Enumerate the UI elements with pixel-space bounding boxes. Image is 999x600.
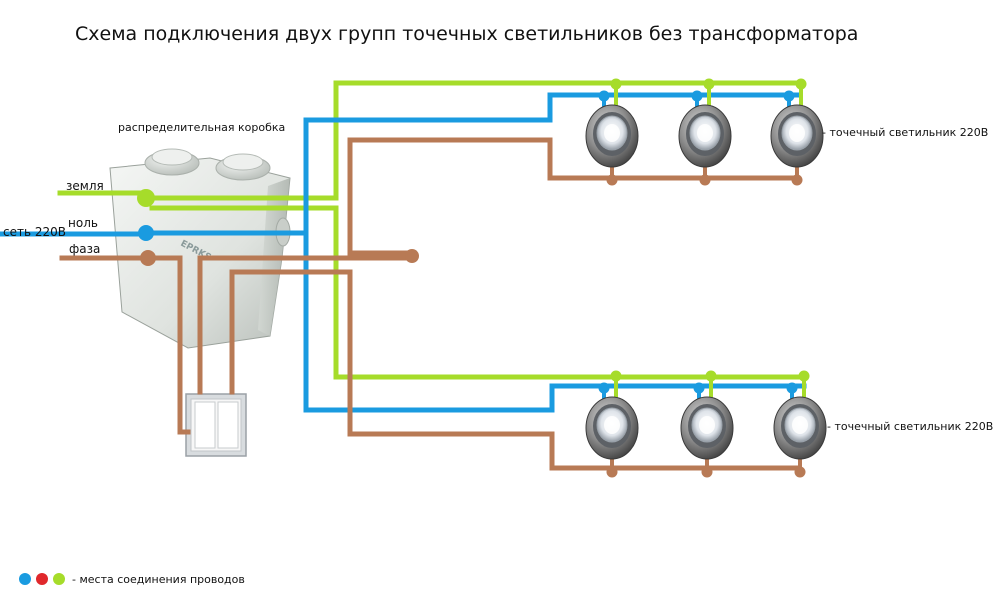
neutral-junction-dot xyxy=(138,225,154,241)
phase-connection-dot xyxy=(791,174,803,186)
lamp-bulb xyxy=(789,124,805,142)
lamp-bulb xyxy=(697,124,713,142)
phase-connection-dot xyxy=(606,466,618,478)
phase-split-dot xyxy=(405,249,419,263)
ground-junction-dot xyxy=(137,189,155,207)
lamp-bulb xyxy=(699,416,715,434)
ground-label: земля xyxy=(66,179,104,193)
phase-connection-dot xyxy=(794,466,806,478)
phase-wire-to-switch xyxy=(145,255,191,435)
ground-connection-dot xyxy=(705,370,717,382)
lamp-group-bottom xyxy=(585,370,827,478)
spotlight-top-3 xyxy=(770,78,824,186)
diagram-title: Схема подключения двух групп точечных св… xyxy=(75,23,858,45)
lamp-bulb xyxy=(604,124,620,142)
light-switch xyxy=(185,393,247,457)
ground-connection-dot xyxy=(610,370,622,382)
spotlight-top-1 xyxy=(585,78,639,186)
lamp-bulb xyxy=(604,416,620,434)
spotlight-bottom-3 xyxy=(773,370,827,478)
phase-switched-top xyxy=(197,137,797,395)
ground-connection-dot xyxy=(610,78,622,90)
neutral-connection-dot xyxy=(693,382,705,394)
legend-dot-red xyxy=(36,573,48,585)
spotlight-top-2 xyxy=(678,78,732,186)
neutral-wire-bottom xyxy=(143,230,615,413)
neutral-connection-dot xyxy=(691,90,703,102)
neutral-connection-dot xyxy=(783,90,795,102)
legend-dot-blue xyxy=(19,573,31,585)
ground-connection-dot xyxy=(798,370,810,382)
spotlight-bottom-1 xyxy=(585,370,639,478)
ground-connection-dot xyxy=(703,78,715,90)
phase-connection-dot xyxy=(701,466,713,478)
ground-connection-dot xyxy=(795,78,807,90)
spotlight-bottom-2 xyxy=(680,370,734,478)
phase-switched-bottom xyxy=(229,269,801,471)
neutral-connection-dot xyxy=(598,382,610,394)
legend-text: - места соединения проводов xyxy=(72,573,245,586)
phase-junction-dot xyxy=(140,250,156,266)
lamp-label-bottom: - точечный светильник 220В xyxy=(827,420,993,433)
phase-connection-dot xyxy=(606,174,618,186)
neutral-connection-dot xyxy=(598,90,610,102)
ground-wire-bottom xyxy=(149,205,623,380)
ground-wire-top xyxy=(143,80,621,201)
lamp-group-top xyxy=(585,78,824,186)
neutral-label: ноль xyxy=(68,216,98,230)
lamp-bulb xyxy=(792,416,808,434)
legend: - места соединения проводов xyxy=(19,573,245,586)
neutral-connection-dot xyxy=(786,382,798,394)
lamp-label-top: - точечный светильник 220В xyxy=(822,126,988,139)
junction-box-label: распределительная коробка xyxy=(118,121,285,134)
phase-connection-dot xyxy=(699,174,711,186)
mains-label: сеть 220В xyxy=(3,225,66,239)
legend-dot-green xyxy=(53,573,65,585)
phase-label: фаза xyxy=(69,242,100,256)
